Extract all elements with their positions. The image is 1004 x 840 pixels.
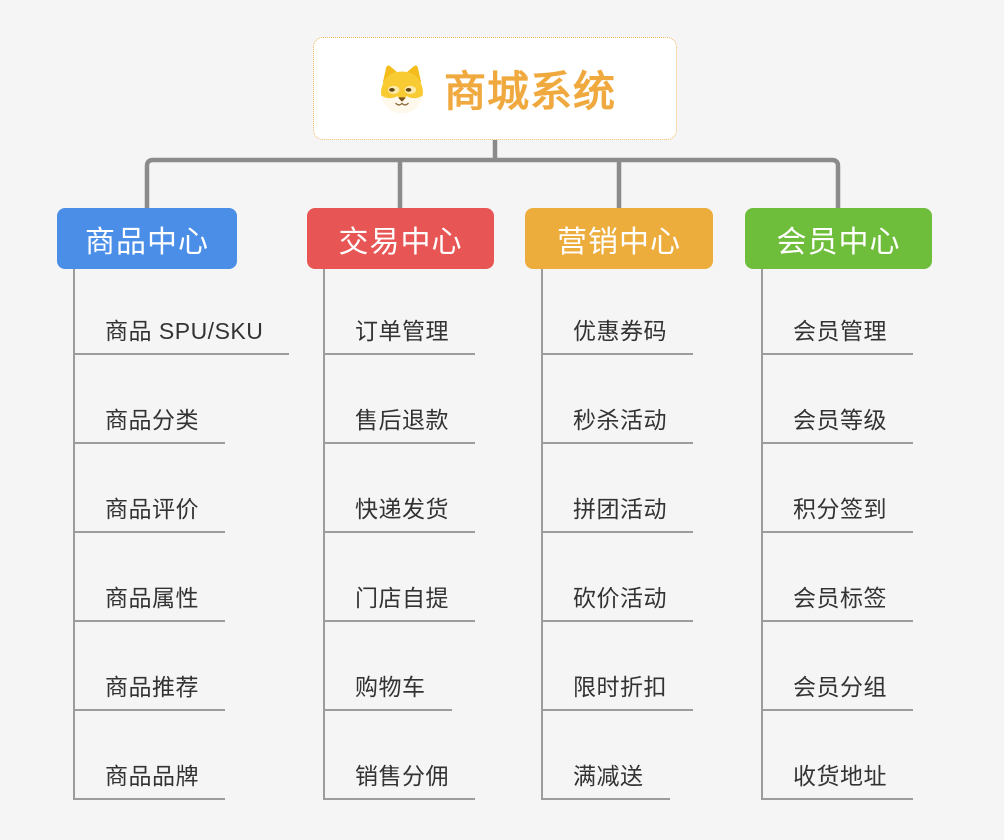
leaf-list-member: 会员管理 会员等级 积分签到 会员标签 会员分组 收货地址 (761, 269, 913, 800)
branch-node-product[interactable]: 商品中心 (57, 208, 237, 269)
branch-trade: 交易中心 订单管理 售后退款 快递发货 门店自提 购物车 销售分佣 (307, 208, 494, 800)
leaf-item[interactable]: 会员标签 (763, 533, 913, 622)
leaf-item[interactable]: 收货地址 (763, 711, 913, 800)
leaf-item[interactable]: 商品推荐 (75, 622, 225, 711)
root-node[interactable]: 商城系统 (313, 37, 677, 140)
leaf-item[interactable]: 商品品牌 (75, 711, 225, 800)
leaf-item[interactable]: 快递发货 (325, 444, 475, 533)
leaf-item[interactable]: 门店自提 (325, 533, 475, 622)
branch-node-marketing[interactable]: 营销中心 (525, 208, 713, 269)
branch-node-member[interactable]: 会员中心 (745, 208, 932, 269)
leaf-item[interactable]: 拼团活动 (543, 444, 693, 533)
branch-node-trade[interactable]: 交易中心 (307, 208, 494, 269)
leaf-item[interactable]: 购物车 (325, 622, 452, 711)
leaf-item[interactable]: 会员分组 (763, 622, 913, 711)
leaf-item[interactable]: 限时折扣 (543, 622, 693, 711)
leaf-item[interactable]: 订单管理 (325, 269, 475, 355)
branch-member: 会员中心 会员管理 会员等级 积分签到 会员标签 会员分组 收货地址 (745, 208, 932, 800)
leaf-list-marketing: 优惠券码 秒杀活动 拼团活动 砍价活动 限时折扣 满减送 (541, 269, 693, 800)
root-title: 商城系统 (443, 68, 616, 115)
leaf-item[interactable]: 售后退款 (325, 355, 475, 444)
leaf-item[interactable]: 商品 SPU/SKU (75, 269, 290, 355)
branch-connector-rail (144, 157, 841, 208)
leaf-item[interactable]: 商品属性 (75, 533, 225, 622)
leaf-item[interactable]: 会员等级 (763, 355, 913, 444)
leaf-item[interactable]: 满减送 (543, 711, 670, 800)
leaf-list-trade: 订单管理 售后退款 快递发货 门店自提 购物车 销售分佣 (323, 269, 475, 800)
branch-product: 商品中心 商品 SPU/SKU 商品分类 商品评价 商品属性 商品推荐 商品品牌 (57, 208, 290, 800)
shiba-dog-icon (380, 65, 423, 113)
leaf-item[interactable]: 积分签到 (763, 444, 913, 533)
branch-marketing: 营销中心 优惠券码 秒杀活动 拼团活动 砍价活动 限时折扣 满减送 (525, 208, 713, 800)
leaf-item[interactable]: 优惠券码 (543, 269, 693, 355)
leaf-item[interactable]: 销售分佣 (325, 711, 475, 800)
leaf-item[interactable]: 砍价活动 (543, 533, 693, 622)
leaf-item[interactable]: 秒杀活动 (543, 355, 693, 444)
leaf-item[interactable]: 会员管理 (763, 269, 913, 355)
leaf-item[interactable]: 商品分类 (75, 355, 225, 444)
leaf-list-product: 商品 SPU/SKU 商品分类 商品评价 商品属性 商品推荐 商品品牌 (73, 269, 290, 800)
leaf-item[interactable]: 商品评价 (75, 444, 225, 533)
